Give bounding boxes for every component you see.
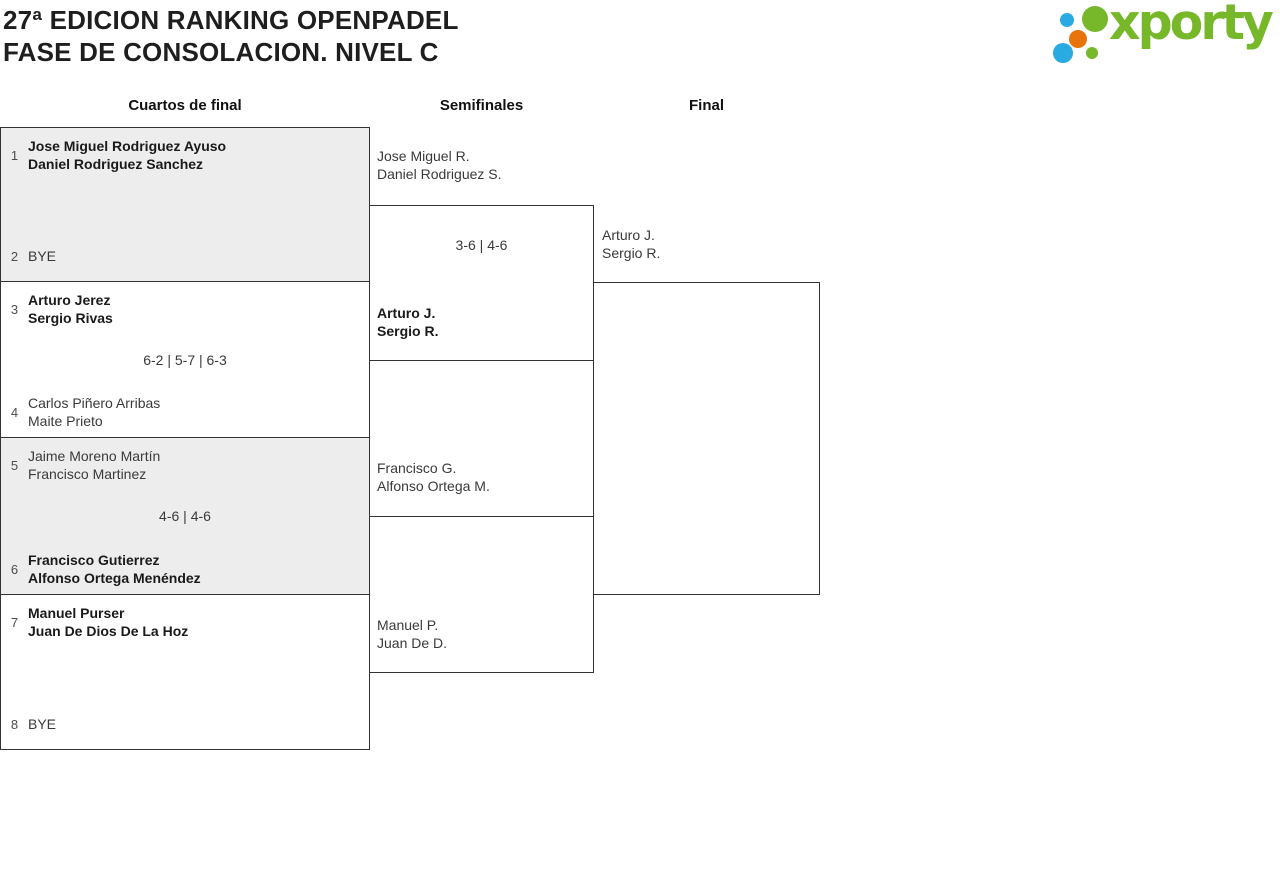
round-header-semifinals: Semifinales	[439, 97, 524, 114]
seed-number: 7	[10, 614, 19, 630]
xporty-logo[interactable]: xporty	[1045, 0, 1277, 70]
player-name: Jaime Moreno Martín	[28, 448, 161, 464]
team-names: BYE	[28, 715, 56, 733]
team-row: 8 BYE	[7, 715, 56, 733]
player-name: Juan De D.	[377, 635, 448, 651]
player-name: Francisco Gutierrez	[28, 552, 160, 568]
player-name: Francisco G.	[377, 460, 457, 476]
seed-number: 3	[10, 301, 19, 317]
seed-number: 5	[10, 457, 19, 473]
logo-dot-blue-small	[1060, 13, 1074, 27]
team-names: Jaime Moreno Martín Francisco Martinez	[28, 447, 160, 483]
match-card-qf1[interactable]: 1 Jose Miguel Rodriguez Ayuso Daniel Rod…	[0, 127, 370, 282]
team-names: BYE	[28, 247, 56, 265]
player-name: Daniel Rodriguez S.	[377, 166, 502, 182]
player-name: Sergio Rivas	[28, 310, 113, 326]
player-name: Maite Prieto	[28, 413, 103, 429]
team-names: Manuel Purser Juan De Dios De La Hoz	[28, 604, 188, 640]
player-name: Sergio R.	[602, 245, 661, 261]
team-row: 3 Arturo Jerez Sergio Rivas	[7, 291, 113, 327]
title-line-2: FASE DE CONSOLACION. NIVEL C	[3, 37, 439, 67]
team-row: 1 Jose Miguel Rodriguez Ayuso Daniel Rod…	[7, 137, 226, 173]
logo-dot-green-small	[1086, 47, 1098, 59]
match-card-qf2[interactable]: 3 Arturo Jerez Sergio Rivas 6-2 | 5-7 | …	[0, 281, 370, 438]
player-name: Alfonso Ortega Menéndez	[28, 570, 201, 586]
sf1-score: 3-6 | 4-6	[455, 237, 508, 253]
player-name: Sergio R.	[377, 323, 439, 339]
team-row: 2 BYE	[7, 247, 56, 265]
sf1-team-bottom: Arturo J. Sergio R.	[377, 304, 438, 340]
final-team-top: Arturo J. Sergio R.	[602, 226, 660, 262]
player-name: Jose Miguel Rodriguez Ayuso	[28, 138, 227, 154]
sf2-team-bottom: Manuel P. Juan De D.	[377, 616, 447, 652]
player-name: BYE	[28, 716, 57, 732]
player-name: Manuel Purser	[28, 605, 125, 621]
seed-number: 2	[10, 248, 19, 264]
player-name: Arturo J.	[602, 227, 655, 243]
player-name: Manuel P.	[377, 617, 439, 633]
page-title: 27ª EDICION RANKING OPENPADEL FASE DE CO…	[3, 4, 459, 68]
logo-wordmark: xporty	[1109, 0, 1274, 51]
seed-number: 1	[10, 147, 19, 163]
seed-number: 4	[10, 404, 19, 420]
player-name: Arturo J.	[377, 305, 436, 321]
team-names: Carlos Piñero Arribas Maite Prieto	[28, 394, 160, 430]
match-card-final[interactable]	[593, 282, 820, 595]
sf2-team-top: Francisco G. Alfonso Ortega M.	[377, 459, 490, 495]
player-name: BYE	[28, 248, 57, 264]
seed-number: 8	[10, 716, 19, 732]
team-names: Jose Miguel Rodriguez Ayuso Daniel Rodri…	[28, 137, 226, 173]
team-names: Arturo Jerez Sergio Rivas	[28, 291, 113, 327]
team-names: Francisco Gutierrez Alfonso Ortega Menén…	[28, 551, 201, 587]
match-score: 4-6 | 4-6	[159, 508, 211, 524]
player-name: Daniel Rodriguez Sanchez	[28, 156, 204, 172]
team-row: 5 Jaime Moreno Martín Francisco Martinez	[7, 447, 160, 483]
team-row: 6 Francisco Gutierrez Alfonso Ortega Men…	[7, 551, 201, 587]
title-line-1: 27ª EDICION RANKING OPENPADEL	[3, 5, 459, 35]
sf1-team-top: Jose Miguel R. Daniel Rodriguez S.	[377, 147, 502, 183]
logo-dot-blue-large	[1053, 43, 1073, 63]
player-name: Jose Miguel R.	[377, 148, 470, 164]
logo-dot-green-large	[1082, 6, 1108, 32]
seed-number: 6	[10, 561, 19, 577]
round-header-final: Final	[688, 97, 724, 114]
team-row: 4 Carlos Piñero Arribas Maite Prieto	[7, 394, 160, 430]
player-name: Carlos Piñero Arribas	[28, 395, 161, 411]
player-name: Alfonso Ortega M.	[377, 478, 490, 494]
match-score: 6-2 | 5-7 | 6-3	[143, 351, 227, 368]
match-card-qf3[interactable]: 5 Jaime Moreno Martín Francisco Martinez…	[0, 437, 370, 595]
player-name: Francisco Martinez	[28, 466, 147, 482]
player-name: Juan De Dios De La Hoz	[28, 623, 189, 639]
round-header-quarterfinals: Cuartos de final	[128, 97, 242, 114]
player-name: Arturo Jerez	[28, 292, 111, 308]
match-card-qf4[interactable]: 7 Manuel Purser Juan De Dios De La Hoz 8…	[0, 594, 370, 750]
team-row: 7 Manuel Purser Juan De Dios De La Hoz	[7, 604, 188, 640]
logo-dot-orange	[1069, 30, 1087, 48]
